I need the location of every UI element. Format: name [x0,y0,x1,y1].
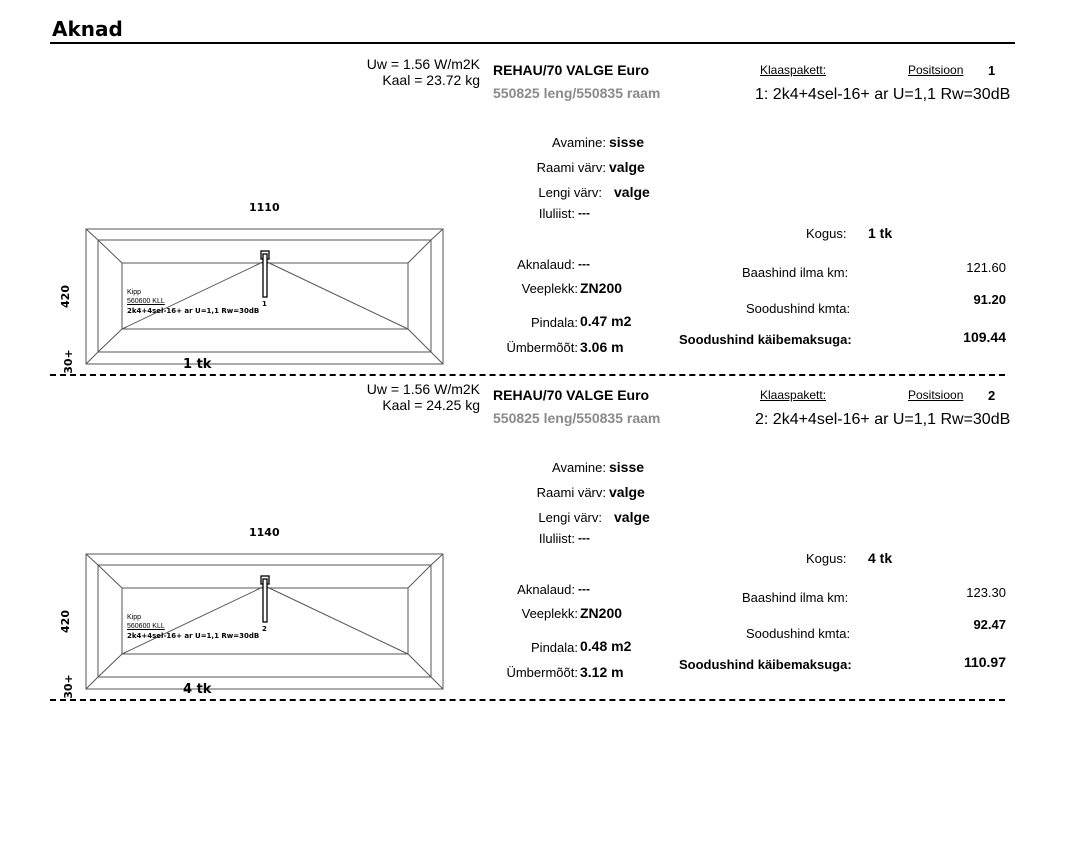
profile-name: REHAU/70 VALGE Euro [493,62,650,78]
opening-label: Avamine: [552,460,606,475]
width-dimension: 1140 [249,526,280,539]
profile-codes: 550825 leng/550835 raam [493,85,661,101]
width-dimension: 1110 [249,201,280,214]
title-rule [50,42,1015,44]
extra-dimension: 30+ [61,349,75,374]
position-section: Uw = 1.56 W/m2K Kaal = 23.72 kg REHAU/70… [0,55,1080,380]
section-divider [50,699,1005,701]
uw-value: Uw = 1.56 W/m2K [366,56,480,72]
page-title: Aknad [52,17,123,41]
price-with-vat-value: 110.97 [963,654,1006,670]
quantity-label: Kogus: [806,551,847,566]
tilt-line-left [121,585,266,655]
quantity-value: 1 tk [868,225,893,241]
price-with-vat-label: Soodushind käibemaksuga: [679,332,852,347]
hardware-code: 560600 KLL [127,298,165,305]
sash-frame [97,564,432,678]
height-dimension: 420 [58,610,72,633]
opening-type: Kipp [127,289,142,296]
tilt-line-right [264,585,409,655]
perimeter-value: 3.06 m [580,339,624,355]
position-section: Uw = 1.56 W/m2K Kaal = 24.25 kg REHAU/70… [0,380,1080,705]
opening-label: Avamine: [552,135,606,150]
weight-value: Kaal = 24.25 kg [382,397,480,413]
hardware-code: 560600 KLL [127,623,165,630]
price-with-vat-value: 109.44 [963,329,1006,345]
quantity-value: 4 tk [868,550,893,566]
opening-value: sisse [609,459,645,475]
sash-frame [97,239,432,353]
sill-label: Aknalaud: [517,257,575,272]
window-drawing [85,553,444,690]
sash-color-value: valge [614,184,650,200]
sash-number: 1 [262,300,267,308]
frame-color-value: valge [609,484,645,500]
glass-package: 1: 2k4+4sel-16+ ar U=1,1 Rw=30dB [755,86,1011,103]
drip-value: ZN200 [580,280,623,296]
area-label: Pindala: [531,640,578,655]
base-price-label: Baashind ilma km: [742,265,849,280]
trim-value: --- [578,531,590,545]
price-with-vat-label: Soodushind käibemaksuga: [679,657,852,672]
handle-icon [260,575,270,623]
sash-number: 2 [262,625,267,633]
base-price-value: 121.60 [966,260,1006,275]
area-value: 0.47 m2 [580,313,632,329]
sash-color-label: Lengi värv: [538,510,602,525]
profile-codes: 550825 leng/550835 raam [493,410,661,426]
position-label: Positsioon [908,388,964,402]
discount-price-label: Soodushind kmta: [746,301,851,316]
drawing-glass: 2k4+4sel-16+ ar U=1,1 Rw=30dB [127,632,260,640]
sill-value: --- [578,257,590,271]
height-dimension: 420 [58,285,72,308]
area-value: 0.48 m2 [580,638,632,654]
opening-type: Kipp [127,614,142,621]
weight-value: Kaal = 23.72 kg [382,72,480,88]
drawing-glass: 2k4+4sel-16+ ar U=1,1 Rw=30dB [127,307,260,315]
tilt-line-right [264,260,409,330]
drawing-quantity: 4 tk [183,682,212,697]
frame-color-label: Raami värv: [536,160,606,175]
outer-frame [85,553,444,690]
glass-package: 2: 2k4+4sel-16+ ar U=1,1 Rw=30dB [755,411,1011,428]
window-drawing [85,228,444,365]
glass-package-label: Klaaspakett: [760,63,827,77]
discount-price-label: Soodushind kmta: [746,626,851,641]
sash-color-value: valge [614,509,650,525]
position-number: 2 [988,388,996,403]
perimeter-label: Ümbermõõt: [506,665,578,680]
position-label: Positsioon [908,63,964,77]
frame-color-label: Raami värv: [536,485,606,500]
sill-value: --- [578,582,590,596]
position-number: 1 [988,63,996,78]
section-divider [50,374,1005,376]
trim-label: Iluliist: [538,206,575,221]
extra-dimension: 30+ [61,674,75,699]
base-price-label: Baashind ilma km: [742,590,849,605]
discount-price-value: 91.20 [973,292,1006,307]
glass-package-label: Klaaspakett: [760,388,827,402]
sash-color-label: Lengi värv: [538,185,602,200]
base-price-value: 123.30 [966,585,1006,600]
tilt-line-left [121,260,266,330]
drip-value: ZN200 [580,605,623,621]
trim-label: Iluliist: [538,531,575,546]
area-label: Pindala: [531,315,578,330]
profile-name: REHAU/70 VALGE Euro [493,387,650,403]
drawing-quantity: 1 tk [183,357,212,372]
discount-price-value: 92.47 [973,617,1006,632]
quantity-label: Kogus: [806,226,847,241]
trim-value: --- [578,206,590,220]
uw-value: Uw = 1.56 W/m2K [366,381,480,397]
perimeter-value: 3.12 m [580,664,624,680]
handle-icon [260,250,270,298]
frame-color-value: valge [609,159,645,175]
opening-value: sisse [609,134,645,150]
sill-label: Aknalaud: [517,582,575,597]
drip-label: Veeplekk: [521,281,578,296]
outer-frame [85,228,444,365]
perimeter-label: Ümbermõõt: [506,340,578,355]
drip-label: Veeplekk: [521,606,578,621]
